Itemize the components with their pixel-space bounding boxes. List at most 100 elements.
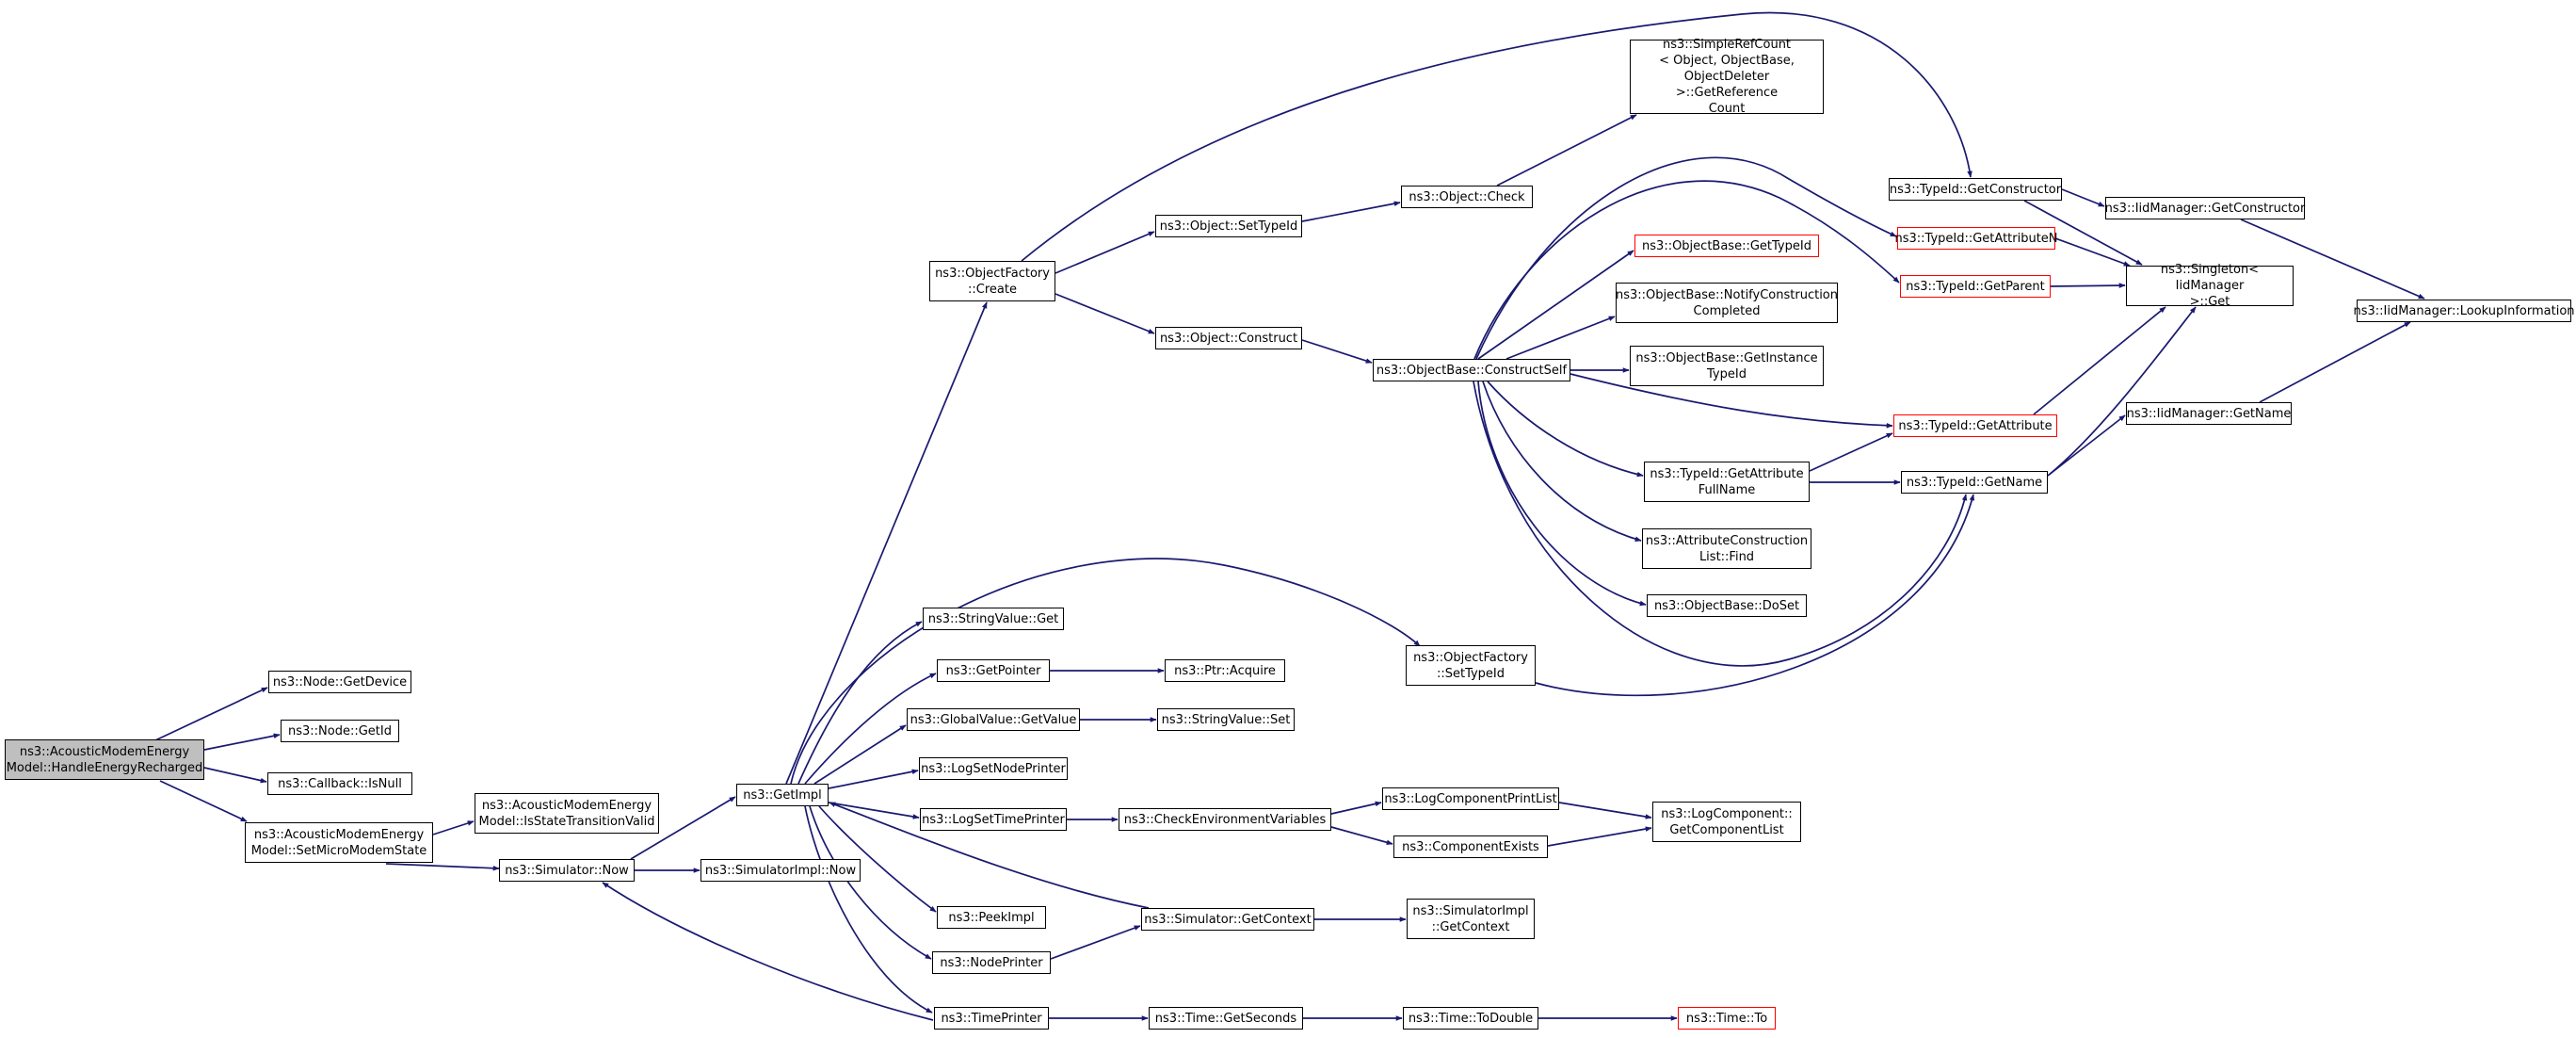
node-timeprinter[interactable]: ns3::TimePrinter bbox=[934, 1007, 1049, 1030]
node-peekimpl[interactable]: ns3::PeekImpl bbox=[937, 906, 1046, 929]
edge-n25-n32 bbox=[1496, 114, 1637, 187]
node-object-settypeid[interactable]: ns3::Object::SetTypeId bbox=[1155, 215, 1302, 237]
node-node-getdevice[interactable]: ns3::Node::GetDevice bbox=[268, 671, 411, 693]
edge-n0-n4 bbox=[159, 780, 248, 822]
node-simulator-now[interactable]: ns3::Simulator::Now bbox=[499, 859, 635, 882]
edge-n26-n38 bbox=[1477, 381, 1647, 607]
edge-n26-n34 bbox=[1505, 316, 1616, 360]
edge-n8-n9 bbox=[785, 301, 988, 785]
node-object-check[interactable]: ns3::Object::Check bbox=[1401, 186, 1533, 208]
edge-n9-n18 bbox=[1055, 231, 1155, 274]
node-typeid-getconstructor[interactable]: ns3::TypeId::GetConstructor bbox=[1889, 178, 2062, 201]
node-typeid-getparent[interactable]: ns3::TypeId::GetParent bbox=[1900, 275, 2051, 298]
edge-n45-n47 bbox=[2047, 306, 2197, 477]
node-logcomponent-getcomponentlist[interactable]: ns3::LogComponent:: GetComponentList bbox=[1652, 802, 1801, 842]
edge-n41-n47 bbox=[2023, 200, 2143, 266]
edge-n26-n33 bbox=[1477, 250, 1634, 360]
node-ptr-acquire[interactable]: ns3::Ptr::Acquire bbox=[1165, 659, 1285, 682]
edge-n23-n8 bbox=[829, 802, 1150, 909]
edge-n26-n37 bbox=[1482, 381, 1642, 542]
edge-n29-n39 bbox=[1547, 826, 1652, 847]
node-getimpl[interactable]: ns3::GetImpl bbox=[736, 784, 829, 806]
node-stringvalue-set[interactable]: ns3::StringValue::Set bbox=[1157, 708, 1295, 731]
edge-n8-n13 bbox=[828, 769, 919, 789]
edge-n4-n6 bbox=[385, 863, 500, 871]
edge-n8-n16 bbox=[809, 805, 932, 960]
node-object-construct[interactable]: ns3::Object::Construct bbox=[1155, 327, 1302, 349]
edge-n19-n26 bbox=[1301, 339, 1373, 364]
node-globalvalue-getvalue[interactable]: ns3::GlobalValue::GetValue bbox=[907, 708, 1080, 731]
node-node-getid[interactable]: ns3::Node::GetId bbox=[281, 720, 399, 742]
node-acoustic-handle-energy-recharged: ns3::AcousticModemEnergy Model::HandleEn… bbox=[5, 739, 204, 780]
edge-n22-n29 bbox=[1330, 826, 1393, 846]
node-time-todouble[interactable]: ns3::Time::ToDouble bbox=[1403, 1007, 1538, 1030]
edge-n28-n39 bbox=[1558, 802, 1652, 819]
node-objectfactory-create[interactable]: ns3::ObjectFactory ::Create bbox=[929, 261, 1055, 301]
node-objectbase-doset[interactable]: ns3::ObjectBase::DoSet bbox=[1647, 594, 1807, 617]
node-time-to[interactable]: ns3::Time::To bbox=[1678, 1007, 1776, 1030]
edge-n43-n47 bbox=[2050, 283, 2126, 288]
node-callback-isnull[interactable]: ns3::Callback::IsNull bbox=[267, 772, 412, 795]
node-objectfactory-settypeid[interactable]: ns3::ObjectFactory ::SetTypeId bbox=[1406, 645, 1536, 686]
node-iidmanager-getconstructor[interactable]: ns3::IidManager::GetConstructor bbox=[2105, 197, 2305, 219]
edge-n0-n3 bbox=[203, 767, 267, 784]
node-logsetnodeprinter[interactable]: ns3::LogSetNodePrinter bbox=[919, 757, 1068, 780]
node-logcomponent-printlist[interactable]: ns3::LogComponentPrintList bbox=[1382, 787, 1559, 810]
edge-n22-n28 bbox=[1330, 801, 1382, 815]
edge-n17-n6 bbox=[602, 882, 934, 1021]
node-typeid-getattributefullname[interactable]: ns3::TypeId::GetAttribute FullName bbox=[1644, 462, 1810, 502]
edge-n27-n45 bbox=[1535, 494, 1975, 697]
edge-n26-n45 bbox=[1473, 381, 1968, 667]
node-objectbase-constructself[interactable]: ns3::ObjectBase::ConstructSelf bbox=[1373, 359, 1570, 381]
node-typeid-getattributen[interactable]: ns3::TypeId::GetAttributeN bbox=[1894, 227, 2058, 250]
node-simplerefcount-getreferencecount[interactable]: ns3::SimpleRefCount < Object, ObjectBase… bbox=[1630, 38, 1824, 116]
node-objectbase-notifyconstructioncompleted[interactable]: ns3::ObjectBase::NotifyConstruction Comp… bbox=[1616, 283, 1838, 323]
edge-n6-n8 bbox=[630, 796, 736, 860]
node-singleton-iidmanager-get[interactable]: ns3::Singleton< IidManager >::Get bbox=[2126, 263, 2294, 309]
edge-n8-n27 bbox=[790, 558, 1421, 785]
edge-n26-n43 bbox=[1473, 180, 1900, 360]
node-simulatorimpl-getcontext[interactable]: ns3::SimulatorImpl ::GetContext bbox=[1407, 899, 1535, 939]
edge-n8-n17 bbox=[804, 805, 933, 1014]
edge-n0-n1 bbox=[154, 687, 268, 741]
node-acoustic-is-state-transition-valid[interactable]: ns3::AcousticModemEnergy Model::IsStateT… bbox=[475, 793, 659, 834]
node-simulator-getcontext[interactable]: ns3::Simulator::GetContext bbox=[1141, 908, 1314, 931]
node-typeid-getname[interactable]: ns3::TypeId::GetName bbox=[1901, 471, 2048, 494]
edge-n8-n11 bbox=[804, 673, 937, 785]
node-time-getseconds[interactable]: ns3::Time::GetSeconds bbox=[1149, 1007, 1303, 1030]
edge-n36-n44 bbox=[1809, 432, 1893, 472]
edges bbox=[154, 11, 2425, 1021]
node-componentexists[interactable]: ns3::ComponentExists bbox=[1393, 835, 1548, 858]
node-simulatorimpl-now[interactable]: ns3::SimulatorImpl::Now bbox=[700, 859, 861, 882]
edge-n18-n25 bbox=[1301, 201, 1401, 222]
edge-n44-n47 bbox=[2033, 306, 2166, 415]
edge-n9-n19 bbox=[1055, 293, 1155, 334]
edge-n48-n49 bbox=[2259, 321, 2411, 403]
edge-n26-n42 bbox=[1475, 156, 1897, 360]
edge-n26-n36 bbox=[1487, 381, 1644, 478]
edge-n41-n46 bbox=[2061, 188, 2105, 207]
node-getpointer[interactable]: ns3::GetPointer bbox=[937, 659, 1050, 682]
edge-n45-n48 bbox=[2047, 414, 2126, 477]
edge-n26-n44 bbox=[1570, 373, 1893, 429]
edge-n42-n47 bbox=[2054, 237, 2131, 267]
node-stringvalue-get[interactable]: ns3::StringValue::Get bbox=[923, 608, 1064, 630]
node-check-environment-variables[interactable]: ns3::CheckEnvironmentVariables bbox=[1119, 808, 1331, 831]
node-acoustic-set-micro-modem-state[interactable]: ns3::AcousticModemEnergy Model::SetMicro… bbox=[245, 822, 433, 863]
edge-n16-n23 bbox=[1050, 925, 1141, 960]
edge-n8-n12 bbox=[813, 724, 907, 785]
edge-n8-n15 bbox=[818, 805, 937, 913]
node-objectbase-gettypeid[interactable]: ns3::ObjectBase::GetTypeId bbox=[1634, 235, 1819, 257]
node-attributeconstructionlist-find[interactable]: ns3::AttributeConstruction List::Find bbox=[1642, 528, 1811, 569]
node-iidmanager-lookupinformation[interactable]: ns3::IidManager::LookupInformation bbox=[2353, 300, 2575, 322]
edge-n8-n10 bbox=[797, 621, 923, 785]
node-typeid-getattribute[interactable]: ns3::TypeId::GetAttribute bbox=[1893, 414, 2057, 437]
edge-n46-n49 bbox=[2240, 219, 2425, 300]
node-objectbase-getinstancetypeid[interactable]: ns3::ObjectBase::GetInstance TypeId bbox=[1630, 346, 1824, 386]
edge-n4-n5 bbox=[432, 820, 475, 835]
node-logsettimeprinter[interactable]: ns3::LogSetTimePrinter bbox=[920, 808, 1067, 831]
edge-n8-n14 bbox=[828, 802, 920, 819]
node-nodeprinter[interactable]: ns3::NodePrinter bbox=[932, 951, 1051, 974]
node-iidmanager-getname[interactable]: ns3::IidManager::GetName bbox=[2126, 402, 2292, 425]
